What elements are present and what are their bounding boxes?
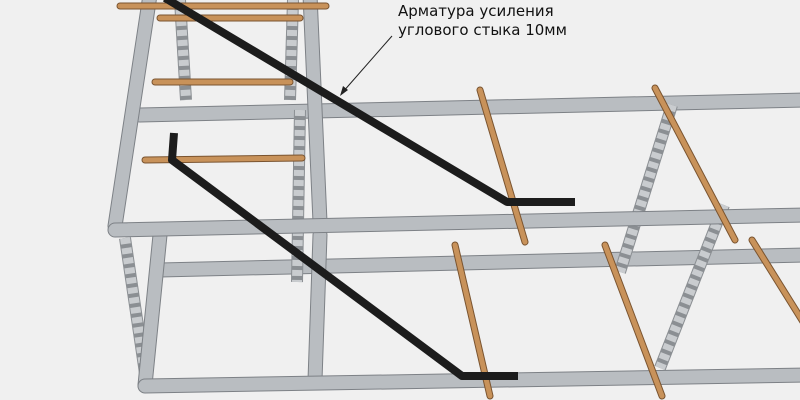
annotation-line-1: Арматура усиления: [398, 2, 554, 20]
corner-reinforcement-bars: [162, 0, 575, 380]
vertical-posts: [107, 0, 328, 393]
annotation-line-2: углового стыка 10мм: [398, 21, 567, 39]
annotation-label: Арматура усиления углового стыка 10мм: [398, 2, 567, 40]
longitudinal-bars: [132, 92, 800, 278]
front-bars: [107, 207, 800, 394]
leader-arrow: [340, 35, 393, 96]
